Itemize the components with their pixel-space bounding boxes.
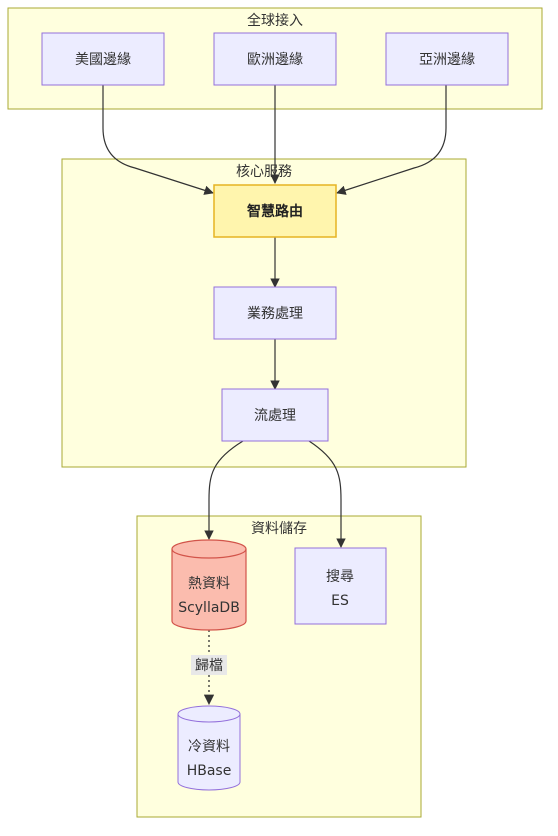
edge-asia-to-routing (336, 85, 447, 195)
cluster-core-services-label: 核心服務 (236, 164, 292, 180)
node-us-edge[interactable]: 美國邊緣 (41, 32, 165, 86)
node-business-processing-label: 業務處理 (247, 306, 303, 322)
cluster-data-storage-label: 資料儲存 (251, 521, 307, 537)
edge-label-archive: 歸檔 (191, 655, 227, 675)
node-asia-edge-label: 亞洲邊緣 (419, 52, 475, 68)
edge-stream-to-hot-data (204, 440, 244, 540)
node-cold-data-db[interactable]: 冷資料 HBase (177, 705, 241, 791)
node-hot-data-title: 熱資料 (188, 576, 230, 592)
database-cylinder-icon (177, 705, 241, 791)
node-search-title: 搜尋 (326, 569, 354, 585)
node-smart-routing[interactable]: 智慧路由 (213, 184, 337, 238)
node-stream-processing-label: 流處理 (254, 408, 296, 424)
database-cylinder-icon (171, 539, 247, 631)
node-stream-processing[interactable]: 流處理 (221, 388, 329, 442)
node-eu-edge-label: 歐洲邊緣 (247, 52, 303, 68)
cluster-global-access-label: 全球接入 (247, 12, 303, 29)
edge-us-to-routing (102, 85, 214, 195)
node-eu-edge[interactable]: 歐洲邊緣 (213, 32, 337, 86)
node-hot-data-db[interactable]: 熱資料 ScyllaDB (171, 539, 247, 631)
node-cold-data-title: 冷資料 (188, 739, 230, 755)
node-asia-edge[interactable]: 亞洲邊緣 (385, 32, 509, 86)
node-hot-data-engine: ScyllaDB (178, 600, 240, 616)
node-business-processing[interactable]: 業務處理 (213, 286, 337, 340)
node-search[interactable]: 搜尋 ES (294, 547, 387, 625)
node-smart-routing-label: 智慧路由 (246, 203, 303, 220)
node-us-edge-label: 美國邊緣 (75, 52, 131, 68)
edge-stream-to-search (308, 440, 346, 548)
node-search-engine: ES (331, 593, 349, 609)
node-cold-data-engine: HBase (187, 763, 232, 779)
edge-label-archive-text: 歸檔 (195, 657, 223, 674)
